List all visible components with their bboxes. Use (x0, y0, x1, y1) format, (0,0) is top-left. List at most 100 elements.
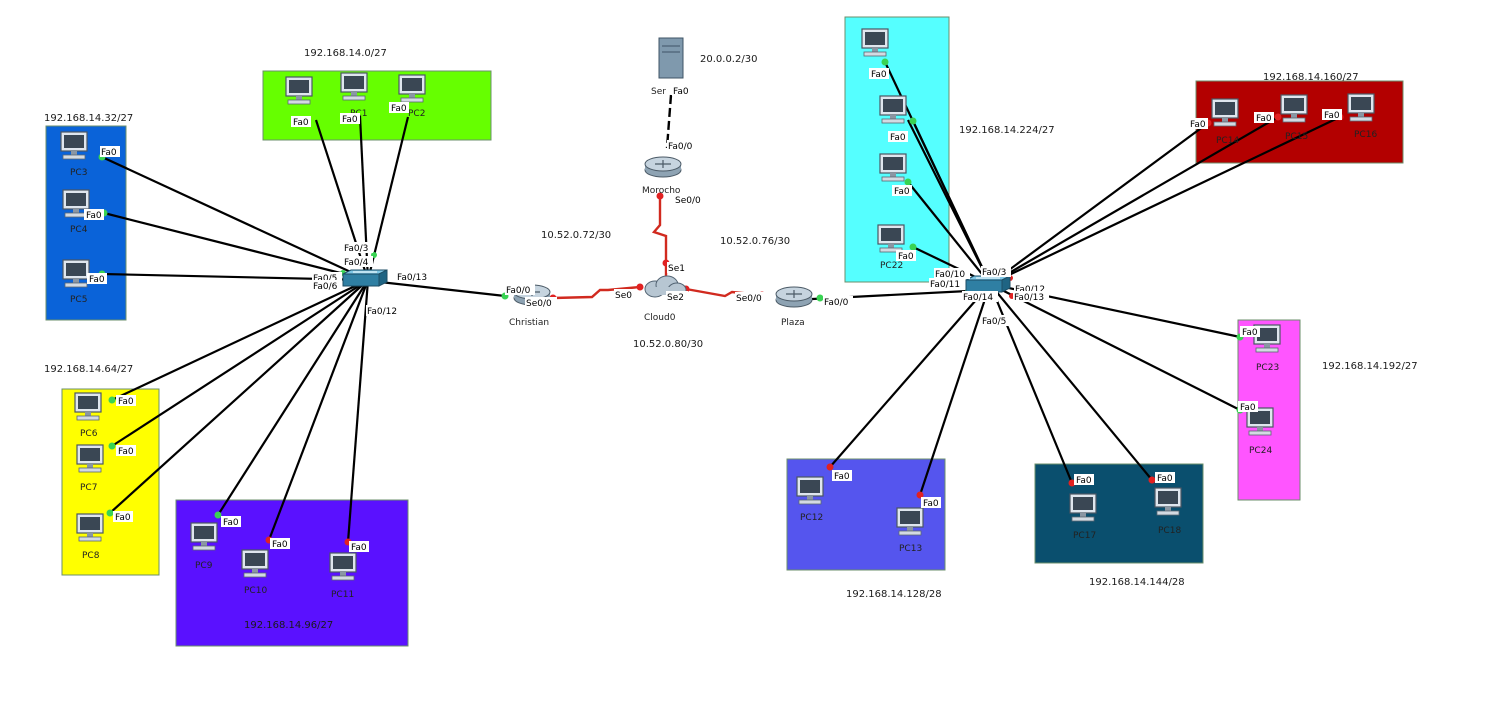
port-label: Se1 (668, 264, 685, 274)
network-label: 192.168.14.160/27 (1263, 72, 1359, 83)
zone-area (45, 125, 127, 321)
link (314, 119, 370, 281)
router-icon[interactable] (644, 156, 682, 178)
router-icon[interactable] (775, 286, 813, 308)
port-label: Se2 (667, 293, 684, 303)
device-label: PC23 (1256, 363, 1279, 373)
pc-icon[interactable] (76, 513, 104, 542)
port-label: Fa0 (223, 518, 239, 528)
pc-icon[interactable] (398, 74, 426, 103)
port-dot (881, 58, 889, 66)
port-label: Se0/0 (736, 294, 762, 304)
port-dot (909, 117, 917, 125)
pc-icon[interactable] (62, 259, 90, 288)
pc-icon[interactable] (879, 153, 907, 182)
device-label: Christian (509, 318, 549, 328)
port-label: Fa0 (890, 133, 906, 143)
pc-icon[interactable] (1347, 93, 1375, 122)
device-label: PC16 (1354, 130, 1377, 140)
device-label: PC6 (80, 429, 98, 439)
pc-icon[interactable] (877, 224, 905, 253)
switch-icon[interactable] (342, 269, 388, 287)
port-label: Fa0/14 (963, 293, 993, 303)
pc-icon[interactable] (1154, 487, 1182, 516)
port-label: Fa0/0 (506, 286, 531, 296)
port-label: Fa0 (118, 397, 134, 407)
device-label: Ser (651, 87, 666, 97)
pc-icon[interactable] (879, 95, 907, 124)
network-label: 10.52.0.80/30 (633, 339, 703, 350)
device-label: PC11 (331, 590, 354, 600)
port-label: Fa0 (673, 87, 689, 97)
link (103, 211, 369, 282)
port-label: Se0/0 (675, 196, 701, 206)
link (907, 181, 991, 285)
server-icon[interactable] (658, 37, 684, 79)
port-label: Fa0 (1240, 403, 1256, 413)
device-label: PC18 (1158, 526, 1181, 536)
port-label: Se0/0 (526, 299, 552, 309)
link (346, 279, 370, 543)
link (267, 279, 370, 541)
port-label: Fa0/12 (367, 307, 397, 317)
link (829, 283, 991, 468)
pc-icon[interactable] (861, 28, 889, 57)
port-dot (916, 491, 924, 499)
port-label: Fa0/6 (313, 282, 338, 292)
link (379, 280, 506, 298)
link (989, 283, 1241, 411)
network-label: 20.0.0.2/30 (700, 54, 757, 65)
port-label: Fa0 (1190, 120, 1206, 130)
device-label: PC9 (195, 561, 213, 571)
pc-icon[interactable] (1069, 493, 1097, 522)
pc-icon[interactable] (241, 549, 269, 578)
port-label: Fa0 (1256, 114, 1272, 124)
port-label: Fa0 (115, 513, 131, 523)
link (989, 116, 1279, 285)
pc-icon[interactable] (74, 392, 102, 421)
link (989, 283, 1153, 481)
pc-icon[interactable] (1280, 94, 1308, 123)
link (989, 122, 1209, 285)
device-label: Plaza (781, 318, 805, 328)
link (111, 279, 369, 401)
port-label: Fa0/12 (1015, 285, 1045, 295)
device-label: Cloud0 (644, 313, 676, 323)
port-label: Fa0/0 (668, 142, 693, 152)
device-label: PC3 (70, 168, 87, 178)
switch-icon[interactable] (965, 275, 1011, 293)
port-label: Fa0 (86, 211, 102, 221)
port-dot (909, 243, 917, 251)
pc-icon[interactable] (285, 76, 313, 105)
device-label: Morocho (642, 186, 681, 196)
pc-icon[interactable] (340, 72, 368, 101)
pc-icon[interactable] (896, 507, 924, 536)
port-dot (1148, 476, 1156, 484)
pc-icon[interactable] (60, 131, 88, 160)
network-label: 192.168.14.192/27 (1322, 361, 1418, 372)
port-label: Fa0 (342, 115, 358, 125)
device-label: PC12 (800, 513, 823, 523)
network-label: 192.168.14.224/27 (959, 125, 1055, 136)
pc-icon[interactable] (76, 444, 104, 473)
port-dot (816, 294, 824, 302)
pc-icon[interactable] (1211, 98, 1239, 127)
port-label: Fa0 (923, 499, 939, 509)
port-dot (108, 442, 116, 450)
device-label: PC14 (1216, 136, 1239, 146)
port-label: Fa0/10 (935, 270, 965, 280)
port-label: Fa0 (293, 118, 309, 128)
pc-icon[interactable] (796, 476, 824, 505)
port-dot (904, 178, 912, 186)
port-label: Fa0 (894, 187, 910, 197)
port-label: Fa0 (101, 148, 117, 158)
link (989, 116, 1341, 285)
network-label: 192.168.14.96/27 (244, 620, 333, 631)
link (918, 283, 992, 496)
pc-icon[interactable] (329, 552, 357, 581)
port-label: Fa0/11 (930, 280, 960, 290)
pc-icon[interactable] (190, 522, 218, 551)
link (111, 279, 369, 447)
port-label: Fa0 (1242, 328, 1258, 338)
link (109, 279, 369, 514)
